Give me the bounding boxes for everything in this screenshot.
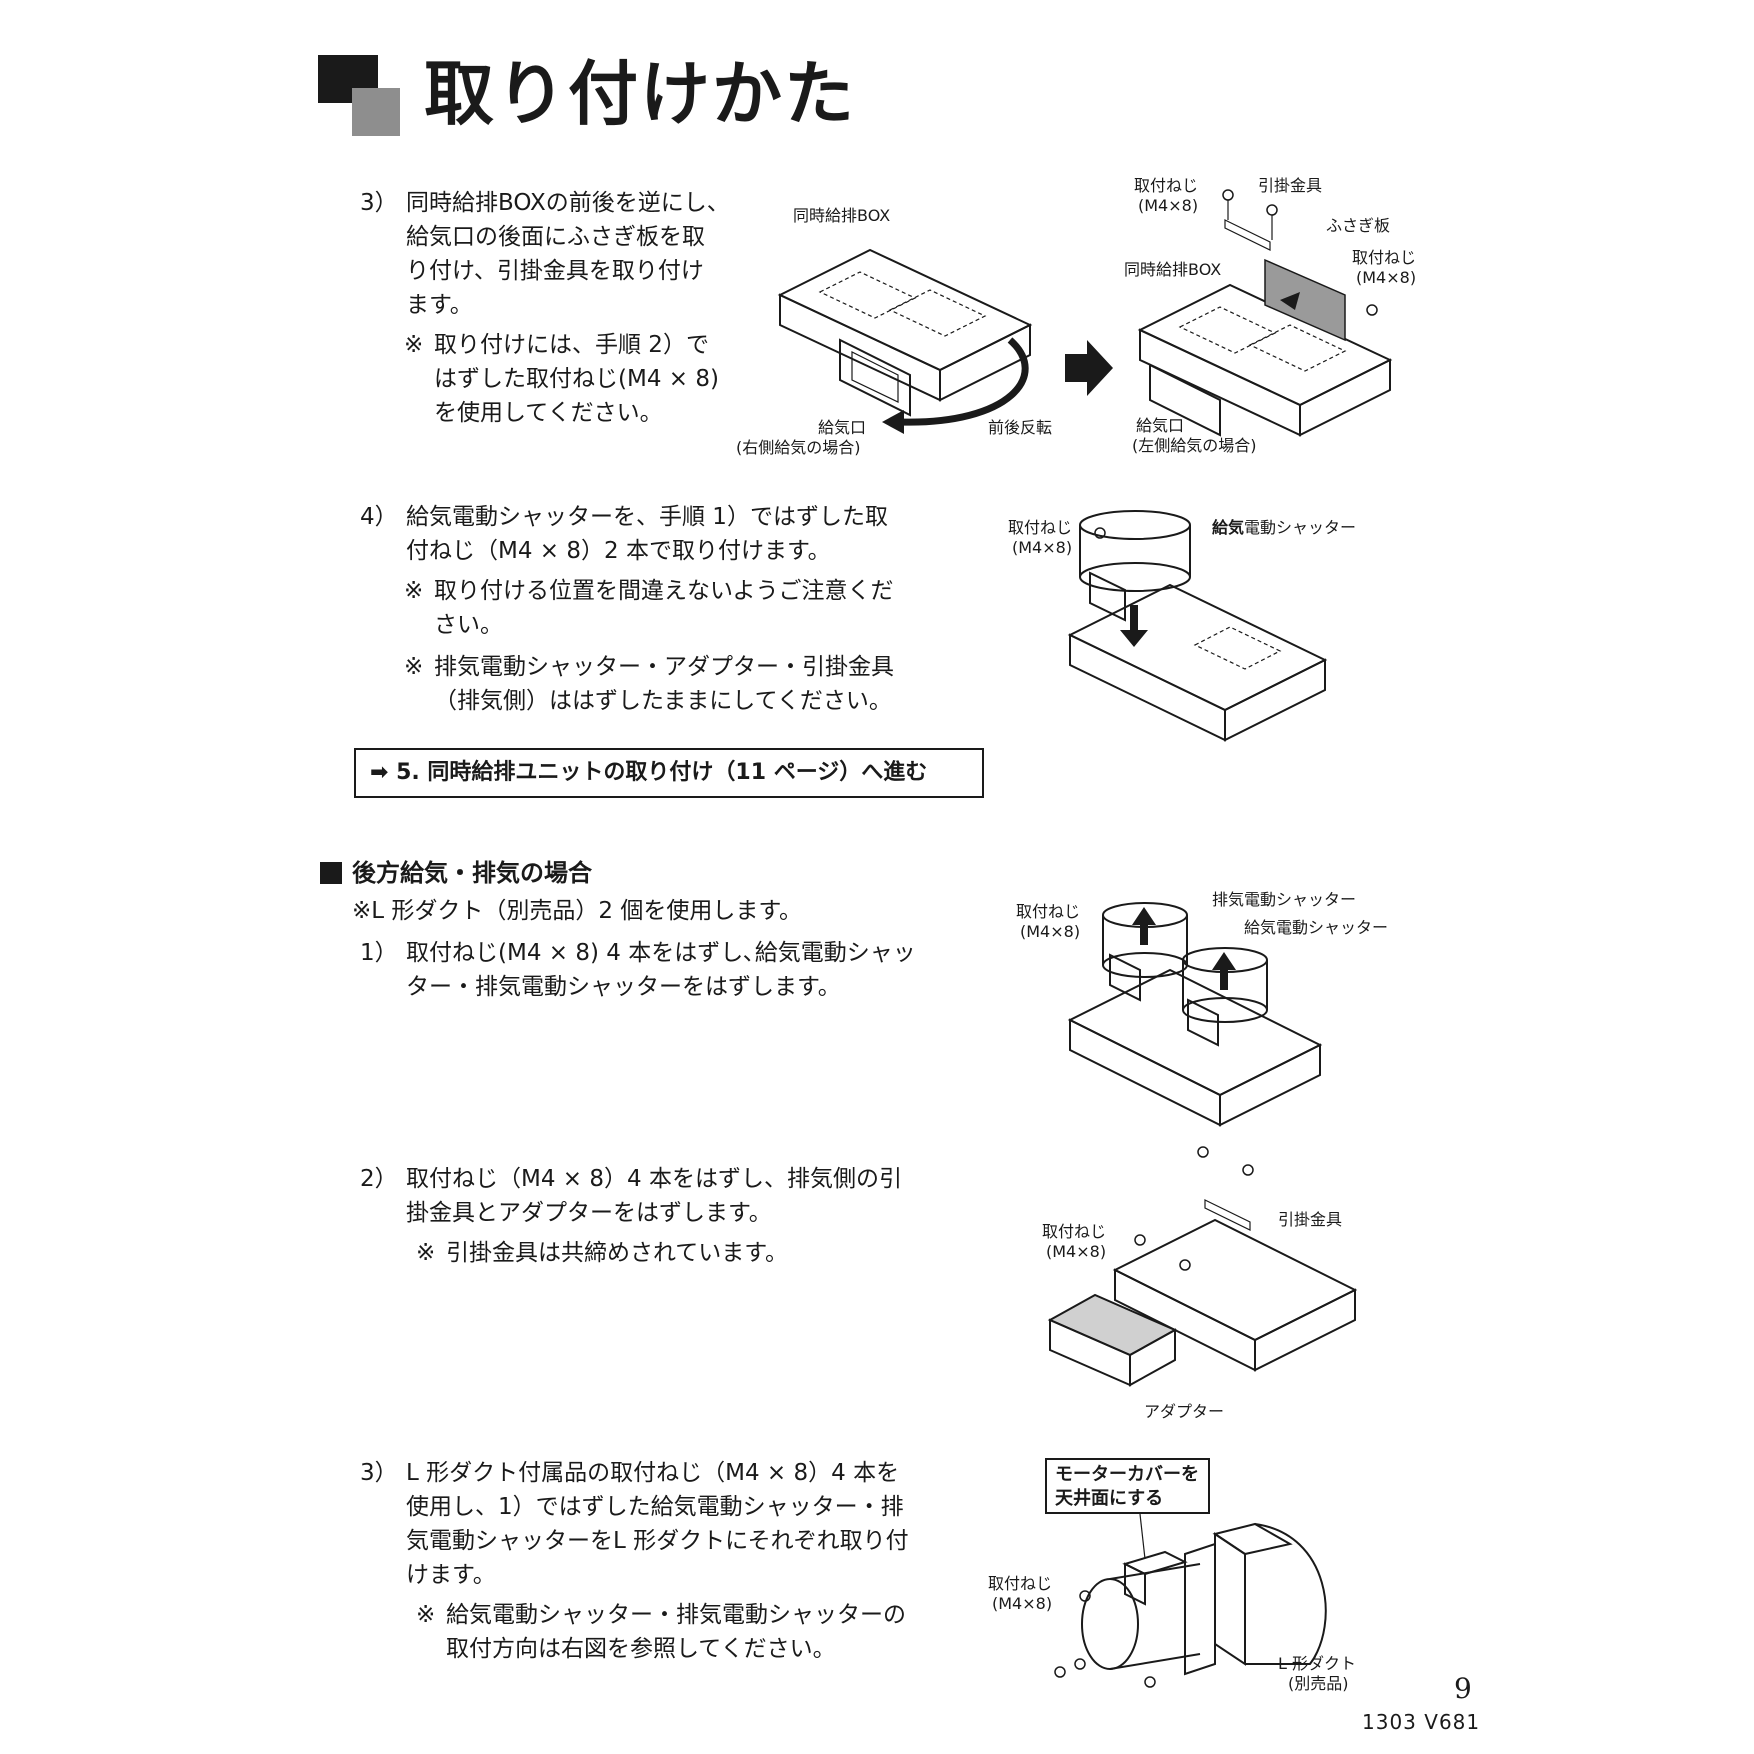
step-line: 取付ねじ(M4 × 8) 4 本をはずし､給気電動シャッ (406, 940, 916, 966)
note-line: （排気側）ははずしたままにしてください。 (434, 688, 892, 714)
note-line: 取付方向は右図を参照してください。 (446, 1636, 836, 1662)
section-note: ※L 形ダクト（別売品）2 個を使用します。 (352, 898, 803, 924)
doc-code: 1303 V681 (1362, 1710, 1481, 1734)
step-3a-note: ※ 取り付けには、手順 2）で はずした取付ねじ(M4 × 8) を使用してくだ… (404, 328, 744, 432)
figure-box-before (777, 248, 1033, 417)
note-mark: ※ (416, 1602, 436, 1628)
step-line: けます。 (406, 1562, 496, 1588)
step-b2: 2） 取付ねじ（M4 × 8）4 本をはずし、排気側の引 掛金具とアダプターをは… (360, 1162, 940, 1232)
step-number: 3） (360, 190, 398, 216)
figure-supply-shutter (1067, 510, 1328, 742)
screw-label: 取付ねじ (988, 1574, 1053, 1593)
screw-size-label: (M4×8) (1138, 196, 1199, 215)
step-number: 4） (360, 504, 398, 530)
step-b1: 1） 取付ねじ(M4 × 8) 4 本をはずし､給気電動シャッ ター・排気電動シ… (360, 936, 940, 1006)
step-line: ター・排気電動シャッターをはずします。 (406, 974, 841, 1000)
page-title: 取り付けかた (424, 53, 856, 135)
adapter-label: アダプター (1144, 1402, 1225, 1421)
screw-size-label: (M4×8) (1012, 538, 1073, 557)
step-line: 給気口の後面にふさぎ板を取 (406, 224, 705, 250)
box-label-after: 同時給排BOX (1124, 260, 1222, 279)
screw-label: 取付ねじ (1008, 518, 1073, 537)
step-b3: 3） L 形ダクト付属品の取付ねじ（M4 × 8）4 本を 使用し、1）ではずし… (360, 1456, 940, 1596)
section-bullet (320, 862, 342, 884)
figure-box-after (1137, 189, 1393, 437)
step-line: ます。 (406, 292, 473, 318)
note-line: 取り付ける位置を間違えないようご注意くだ (434, 578, 894, 604)
step-line: 掛金具とアダプターをはずします。 (406, 1200, 772, 1226)
callout-line: 天井面にする (1055, 1488, 1164, 1509)
note-mark: ※ (416, 1240, 436, 1266)
note-line: さい。 (434, 612, 503, 638)
screw2-size-label: (M4×8) (1356, 268, 1417, 287)
screw-label: 取付ねじ (1134, 176, 1199, 195)
duct-label: L 形ダクト (1278, 1654, 1357, 1673)
shutter-word: 電動シャッター (1244, 518, 1357, 537)
step-number: 2） (360, 1166, 398, 1192)
step-number: 1） (360, 940, 398, 966)
step-line: 給気電動シャッターを、手順 1）ではずした取 (406, 504, 888, 530)
step-4-note-2: ※ 排気電動シャッター・アダプター・引掛金具 （排気側）ははずしたままにしてくだ… (404, 650, 944, 720)
step-4: 4） 給気電動シャッターを、手順 1）ではずした取 付ねじ（M4 × 8）2 本… (360, 500, 940, 570)
figure-l-duct (1054, 1513, 1327, 1688)
step-number: 3） (360, 1460, 398, 1486)
section-heading: 後方給気・排気の場合 (352, 859, 592, 887)
note-line: 排気電動シャッター・アダプター・引掛金具 (434, 654, 894, 680)
arrow-right-icon: ➡ (370, 760, 389, 785)
box-label: 同時給排BOX (793, 206, 891, 225)
screw-size-label: (M4×8) (1020, 922, 1081, 941)
page-number: 9 (1454, 1672, 1472, 1705)
screw-label: 取付ねじ (1016, 902, 1081, 921)
goto-text: 5. 同時給排ユニットの取り付け（11 ページ）へ進む (396, 760, 928, 785)
step-line: L 形ダクト付属品の取付ねじ（M4 × 8）4 本を (406, 1460, 900, 1486)
note-mark: ※ (404, 654, 424, 680)
plate-label: ふさぎ板 (1326, 216, 1391, 235)
inlet-label-after: 給気口 (1136, 416, 1185, 435)
rotate-label: 前後反転 (988, 418, 1053, 437)
bracket-label: 引掛金具 (1278, 1210, 1343, 1229)
inlet-label: 給気口 (818, 418, 867, 437)
note-line: 取り付けには、手順 2）で (434, 332, 709, 358)
inlet-sub-label: (右側給気の場合) (736, 438, 861, 457)
exhaust-shutter-label: 排気電動シャッター (1212, 890, 1357, 909)
figure-both-shutters (1067, 902, 1323, 1127)
rotate-arrow-icon (882, 337, 1029, 434)
note-line: 引掛金具は共締めされています。 (446, 1240, 789, 1266)
header-block-gray (352, 88, 400, 136)
step-4-note-1: ※ 取り付ける位置を間違えないようご注意くだ さい。 (404, 574, 944, 644)
screw-label: 取付ねじ (1042, 1222, 1107, 1241)
step-b2-note: ※ 引掛金具は共締めされています。 (416, 1236, 896, 1270)
callout-line: モーターカバーを (1055, 1464, 1199, 1485)
arrow-right-icon (1065, 340, 1113, 396)
bracket-label: 引掛金具 (1258, 176, 1323, 195)
step-line: 同時給排BOXの前後を逆にし、 (406, 190, 730, 216)
screw-size-label: (M4×8) (1046, 1242, 1107, 1261)
screw2-label: 取付ねじ (1352, 248, 1417, 267)
duct-sub-label: (別売品) (1288, 1674, 1349, 1693)
step-line: 取付ねじ（M4 × 8）4 本をはずし、排気側の引 (406, 1166, 902, 1192)
motor-cover-callout: モーターカバーを 天井面にする (1045, 1458, 1210, 1514)
figure-adapter-removal (1047, 1146, 1358, 1387)
step-line: 使用し、1）ではずした給気電動シャッター・排 (406, 1494, 904, 1520)
screw-size-label: (M4×8) (992, 1594, 1053, 1613)
supply-shutter-label: 給気電動シャッター (1244, 918, 1389, 937)
supply-word: 給気 (1212, 518, 1245, 537)
goto-next-section-box: ➡ 5. 同時給排ユニットの取り付け（11 ページ）へ進む (354, 748, 984, 798)
step-3a: 3） 同時給排BOXの前後を逆にし、 給気口の後面にふさぎ板を取 り付け、引掛金… (360, 186, 740, 326)
step-line: 気電動シャッターをL 形ダクトにそれぞれ取り付 (406, 1528, 909, 1554)
step-b3-note: ※ 給気電動シャッター・排気電動シャッターの 取付方向は右図を参照してください。 (416, 1598, 936, 1668)
step-line: り付け、引掛金具を取り付け (406, 258, 704, 284)
note-line: を使用してください。 (434, 400, 663, 426)
inlet-sub-label-after: (左側給気の場合) (1132, 436, 1257, 455)
note-line: はずした取付ねじ(M4 × 8) (434, 366, 719, 392)
note-line: 給気電動シャッター・排気電動シャッターの (446, 1602, 906, 1628)
note-mark: ※ (404, 578, 424, 604)
note-mark: ※ (404, 332, 424, 358)
step-line: 付ねじ（M4 × 8）2 本で取り付けます。 (406, 538, 831, 564)
supply-shutter-label: 給気電動シャッター (1212, 518, 1356, 538)
